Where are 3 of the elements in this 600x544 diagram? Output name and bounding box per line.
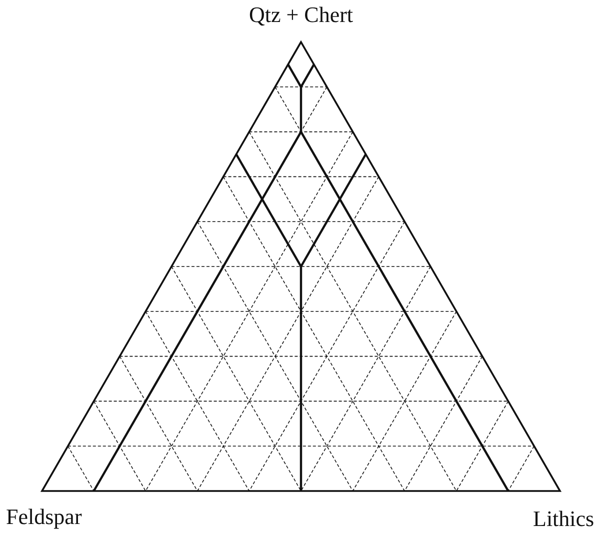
corner-label: Qtz + Chert bbox=[249, 4, 354, 26]
corner-label: Feldspar bbox=[6, 506, 82, 528]
corner-label: Lithics bbox=[533, 508, 594, 530]
